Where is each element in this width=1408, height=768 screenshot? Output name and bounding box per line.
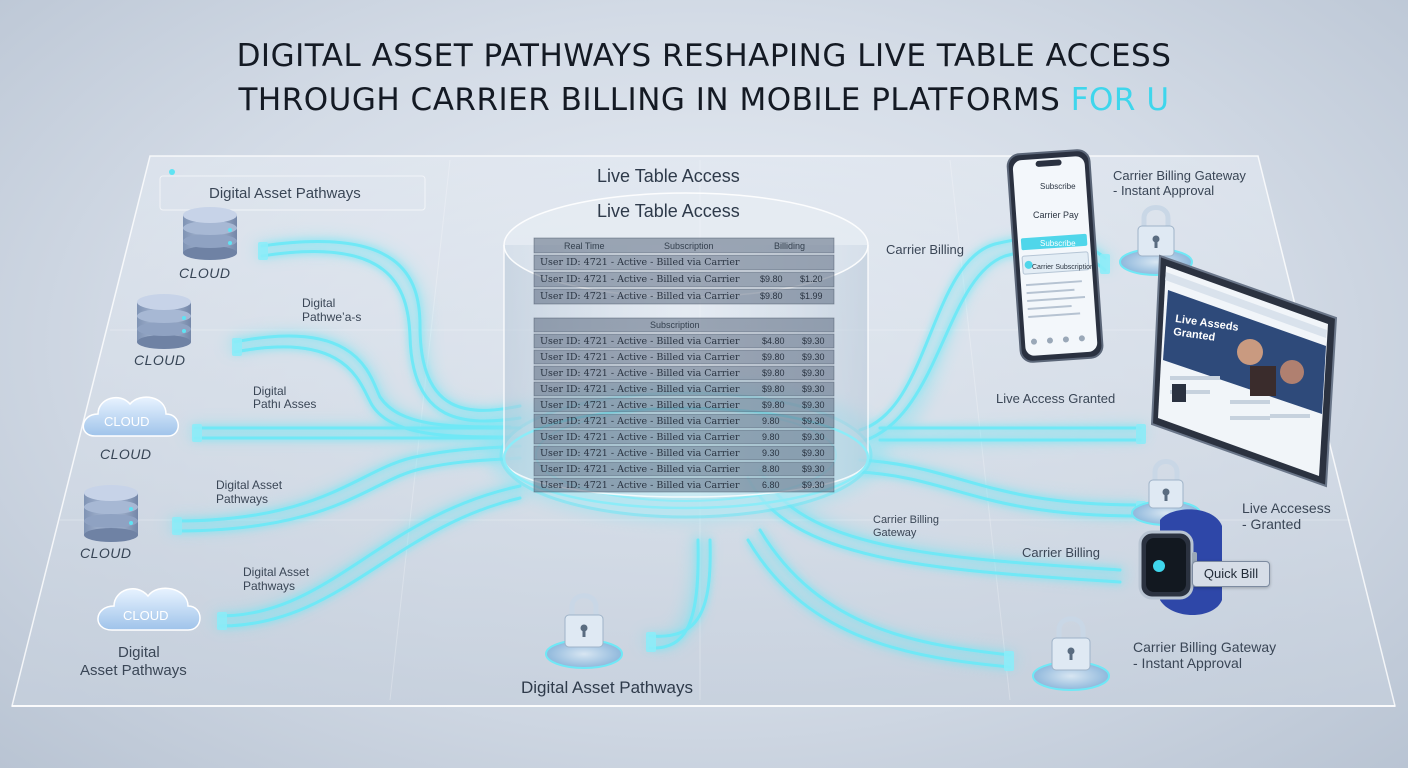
table-row-text: User ID: 4721 - Active - Billed via Carr… <box>540 400 740 411</box>
panel-dot-icon <box>169 169 175 175</box>
carrier-billing-mid: Carrier Billing <box>1022 545 1101 560</box>
quick-bill-badge: Quick Bill <box>1192 561 1270 587</box>
carrier-billing-top: Carrier Billing <box>886 242 965 257</box>
title-line-2-main: THROUGH CARRIER BILLING IN MOBILE PLATFO… <box>238 82 1061 118</box>
padlock-icon <box>1032 616 1110 691</box>
smartphone-icon <box>1006 149 1104 363</box>
table-row-amount: $9.30 <box>802 464 825 474</box>
table-row-amount: $9.30 <box>802 432 825 442</box>
padlock-icon <box>545 593 623 669</box>
table-row-amount: $9.30 <box>802 416 825 426</box>
bottom-left-label-1: Digital <box>118 644 160 661</box>
table-row-text: User ID: 4721 - Active - Billed via Carr… <box>540 416 740 427</box>
table-row-text: User ID: 4721 - Active - Billed via Carr… <box>540 257 740 268</box>
table-row-amount: $9.80 <box>760 291 783 301</box>
table-subscription-header: Subscription <box>650 320 700 330</box>
table-row-text: User ID: 4721 - Active - Billed via Carr… <box>540 432 740 443</box>
left-panel-frame <box>159 175 426 211</box>
table-row-amount: 6.80 <box>762 480 780 490</box>
table-row-text: User ID: 4721 - Active - Billed via Carr… <box>540 336 740 347</box>
table-row-amount: $9.80 <box>762 368 785 378</box>
table-row-text: User ID: 4721 - Active - Billed via Carr… <box>540 291 740 302</box>
table-row-amount: $9.80 <box>760 274 783 284</box>
table-row-text: User ID: 4721 - Active - Billed via Carr… <box>540 480 740 491</box>
digital-pathways-label-2: Pathwe’a‑s <box>302 310 362 324</box>
table-row-amount: 9.30 <box>762 448 780 458</box>
table-row-amount: $4.80 <box>762 336 785 346</box>
cloud-icon <box>97 587 201 631</box>
database-icon <box>183 207 237 260</box>
gateway-mid-line2: Gateway <box>873 527 917 539</box>
dap-label-1-line1: Digital Asset <box>216 478 283 492</box>
table-row-amount: 9.80 <box>762 416 780 426</box>
dap-label-1-line2: Pathways <box>216 492 269 506</box>
gateway-top-line2: - Instant Approval <box>1113 183 1215 198</box>
table-row-amount: $1.20 <box>800 274 823 284</box>
dap-label-2-line1: Digital Asset <box>243 565 310 579</box>
table-header-real-time: Real Time <box>564 241 605 251</box>
digital-path-label-1: Digital <box>253 384 287 398</box>
gateway-bottom-line1: Carrier Billing Gateway <box>1133 639 1277 655</box>
cloud-caption-3: CLOUD <box>100 446 152 462</box>
table-row-amount: $9.30 <box>802 384 825 394</box>
smartwatch-icon <box>1138 509 1222 615</box>
cloud-caption-2: CLOUD <box>134 352 186 368</box>
table-row-amount: $9.80 <box>762 384 785 394</box>
center-bottom-label: Digital Asset Pathways <box>521 678 693 697</box>
left-panel-label: Digital Asset Pathways <box>209 185 361 202</box>
table-row-text: User ID: 4721 - Active - Billed via Carr… <box>540 384 740 395</box>
cloud-inner-label-1: CLOUD <box>104 414 150 429</box>
table-row-amount: 9.80 <box>762 432 780 442</box>
center-heading-inner: Live Table Access <box>597 201 740 221</box>
table-row-amount: $9.30 <box>802 336 825 346</box>
live-accesess-line2: - Granted <box>1242 516 1302 532</box>
cloud-inner-label-2: CLOUD <box>123 608 169 623</box>
table-row-text: User ID: 4721 - Active - Billed via Carr… <box>540 352 740 363</box>
table-row-amount: $9.30 <box>802 368 825 378</box>
phone-app-name: Subscribe <box>1040 182 1076 191</box>
table-row-amount: $1.99 <box>800 291 823 301</box>
pathway-lines <box>173 235 1142 669</box>
cloud-icon <box>82 396 179 437</box>
phone-header: Carrier Pay <box>1033 210 1079 220</box>
table-row-text: User ID: 4721 - Active - Billed via Carr… <box>540 274 740 285</box>
table-row-amount: $9.80 <box>762 400 785 410</box>
table-row-amount: $9.80 <box>762 352 785 362</box>
bottom-left-label-2: Asset Pathways <box>80 662 187 679</box>
table-row-text: User ID: 4721 - Active - Billed via Carr… <box>540 448 740 459</box>
cloud-caption-4: CLOUD <box>80 545 132 561</box>
table-row-amount: $9.30 <box>802 448 825 458</box>
table-row-text: User ID: 4721 - Active - Billed via Carr… <box>540 464 740 475</box>
gateway-bottom-line2: - Instant Approval <box>1133 655 1242 671</box>
center-heading-top: Live Table Access <box>597 166 740 186</box>
table-row-amount: $9.30 <box>802 352 825 362</box>
digital-path-label-2: Pathı Asses <box>253 397 317 411</box>
cloud-caption-1: CLOUD <box>179 265 231 281</box>
table-header-subscription: Subscription <box>664 241 714 251</box>
phone-subscribe-button: Subscribe <box>1040 239 1076 248</box>
title-line-2: THROUGH CARRIER BILLING IN MOBILE PLATFO… <box>0 82 1408 118</box>
gateway-top-line1: Carrier Billing Gateway <box>1113 168 1246 183</box>
table-row-amount: $9.30 <box>802 400 825 410</box>
title-line-2-accent: FOR U <box>1070 82 1170 118</box>
database-icon <box>137 294 191 349</box>
gateway-mid-line1: Carrier Billing <box>873 514 940 526</box>
tablet-icon <box>1150 254 1338 488</box>
digital-pathways-label-1: Digital <box>302 296 336 310</box>
phone-option: Carrier Subscription <box>1032 264 1094 271</box>
dap-label-2-line2: Pathways <box>243 579 296 593</box>
title-line-1: DIGITAL ASSET PATHWAYS RESHAPING LIVE TA… <box>236 38 1172 74</box>
table-row-text: User ID: 4721 - Active - Billed via Carr… <box>540 368 740 379</box>
live-access-granted: Live Access Granted <box>996 391 1116 406</box>
database-icon <box>84 485 138 542</box>
live-accesess-line1: Live Accesess <box>1242 500 1331 516</box>
table-header-billiding: Billiding <box>774 241 806 251</box>
table-row-amount: $9.30 <box>802 480 825 490</box>
table-row-amount: 8.80 <box>762 464 780 474</box>
